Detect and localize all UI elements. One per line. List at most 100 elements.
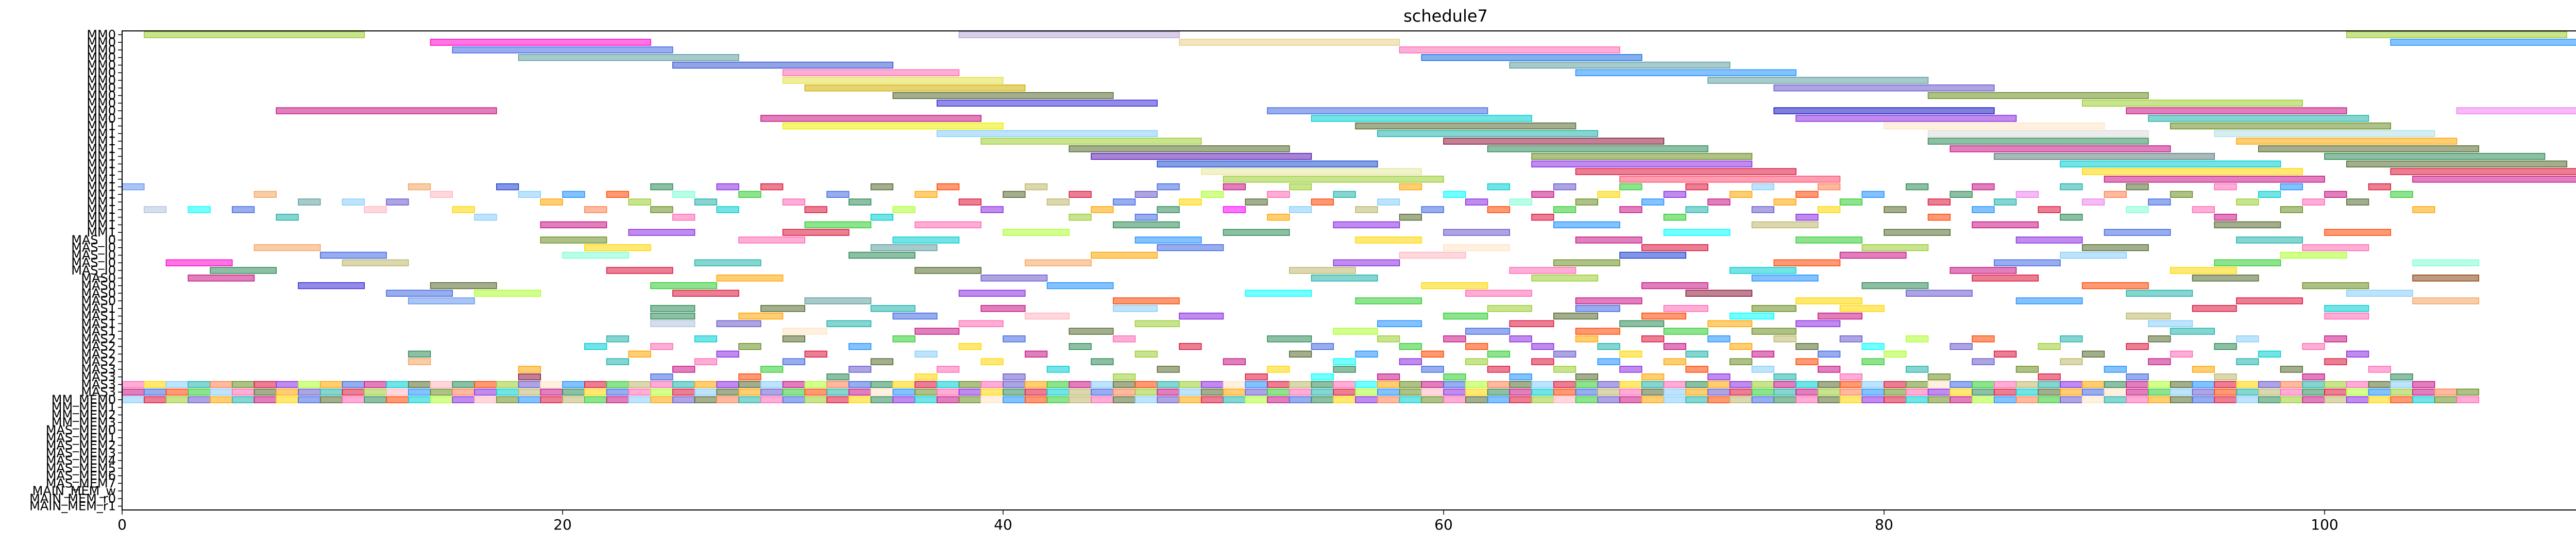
- task-bar: [893, 336, 915, 342]
- task-bar: [607, 336, 629, 342]
- task-bar: [497, 184, 519, 190]
- task-bar: [409, 184, 431, 190]
- task-bar: [1444, 382, 1466, 388]
- task-bar: [320, 397, 343, 403]
- task-bar: [937, 184, 959, 190]
- task-bar: [188, 389, 210, 395]
- task-bar: [1091, 154, 1312, 160]
- task-bar: [1554, 366, 1576, 372]
- task-bar: [1466, 382, 1488, 388]
- task-bar: [2281, 207, 2303, 213]
- task-bar: [1510, 382, 1532, 388]
- task-bar: [1620, 389, 1642, 395]
- task-bar: [1510, 389, 1532, 395]
- task-bar: [915, 397, 937, 403]
- x-tick-label: 80: [1875, 516, 1893, 533]
- task-bar: [1091, 252, 1157, 259]
- task-bar: [320, 382, 343, 388]
- task-bar: [1069, 146, 1290, 152]
- task-bar: [2302, 199, 2325, 205]
- task-bar: [1730, 359, 1752, 365]
- task-bar: [343, 382, 365, 388]
- task-bar: [1136, 320, 1180, 327]
- task-bar: [2236, 382, 2259, 388]
- task-bar: [607, 191, 629, 197]
- task-bar: [2148, 199, 2171, 205]
- task-bar: [1664, 359, 1686, 365]
- task-bar: [673, 62, 893, 69]
- task-bar: [1906, 290, 1972, 296]
- task-bar: [1091, 382, 1113, 388]
- task-bar: [540, 222, 606, 228]
- task-bar: [2082, 100, 2303, 106]
- task-bar: [1157, 397, 1179, 403]
- task-bar: [1840, 305, 1885, 312]
- task-bar: [827, 397, 849, 403]
- task-bar: [849, 366, 871, 372]
- task-bar: [298, 283, 364, 289]
- task-bar: [1201, 191, 1224, 197]
- task-bar: [1928, 138, 2149, 144]
- task-bar: [2082, 199, 2105, 205]
- task-bar: [2281, 382, 2303, 388]
- task-bar: [1994, 154, 2215, 160]
- task-bar: [1620, 176, 1840, 182]
- task-bar: [1069, 214, 1091, 220]
- task-bar: [739, 382, 761, 388]
- task-bar: [1224, 229, 1290, 235]
- task-bar: [1136, 237, 1201, 243]
- task-bar: [981, 397, 1003, 403]
- task-bar: [695, 397, 717, 403]
- task-bar: [871, 397, 893, 403]
- task-bar: [1554, 260, 1620, 266]
- task-bar: [1862, 389, 1884, 395]
- task-bar: [1840, 397, 1862, 403]
- task-bar: [1136, 382, 1158, 388]
- task-bar: [2391, 168, 2576, 175]
- task-bar: [1928, 374, 1951, 380]
- task-bar: [1554, 351, 1576, 357]
- task-bar: [1862, 359, 1884, 365]
- task-bar: [1003, 191, 1025, 197]
- task-bar: [1620, 397, 1642, 403]
- task-bar: [2193, 366, 2215, 372]
- task-bar: [232, 207, 255, 213]
- task-bar: [651, 207, 673, 213]
- task-bar: [1664, 328, 1708, 334]
- task-bar: [1290, 389, 1312, 395]
- task-bar: [695, 389, 717, 395]
- task-bar: [2016, 298, 2082, 304]
- task-bar: [2369, 366, 2391, 372]
- task-bar: [1290, 397, 1312, 403]
- task-bar: [2060, 397, 2082, 403]
- task-bar: [122, 397, 144, 403]
- task-bar: [1532, 382, 1554, 388]
- task-bar: [2082, 382, 2105, 388]
- task-bar: [1378, 199, 1400, 205]
- task-bar: [1994, 382, 2016, 388]
- task-bar: [540, 397, 563, 403]
- task-bar: [1840, 382, 1862, 388]
- task-bar: [1752, 275, 1818, 281]
- task-bar: [1994, 397, 2016, 403]
- task-bar: [673, 382, 695, 388]
- task-bar: [1576, 298, 1642, 304]
- task-bar: [1113, 336, 1136, 342]
- task-bar: [1510, 320, 1554, 327]
- task-bar: [1818, 389, 1840, 395]
- task-bar: [1444, 229, 1510, 235]
- task-bar: [1620, 252, 1686, 259]
- task-bar: [409, 298, 474, 304]
- task-bar: [1532, 214, 1554, 220]
- task-bar: [1598, 397, 1620, 403]
- task-bar: [871, 184, 893, 190]
- x-tick-label: 40: [994, 516, 1012, 533]
- task-bar: [1532, 344, 1554, 350]
- task-bar: [1928, 382, 1951, 388]
- task-bar: [1752, 305, 1797, 312]
- task-bar: [1421, 382, 1444, 388]
- task-bar: [1444, 389, 1466, 395]
- task-bar: [2171, 389, 2193, 395]
- task-bar: [144, 207, 166, 213]
- task-bar: [2148, 397, 2171, 403]
